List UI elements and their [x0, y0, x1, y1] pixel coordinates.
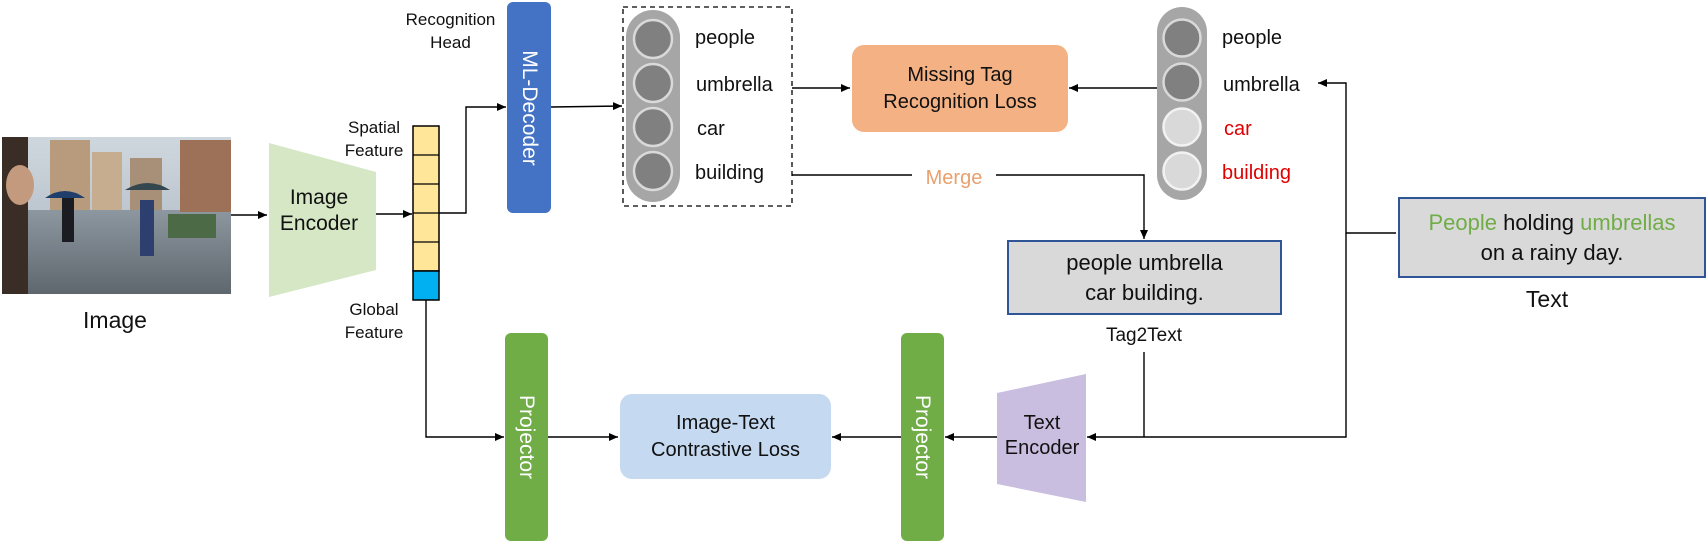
projector-right-label: Projector [911, 394, 935, 480]
projector-right-block: Projector [901, 333, 944, 541]
missing-tag-loss-line1: Missing Tag [907, 63, 1013, 86]
spatial-feature-line1: Spatial [348, 118, 400, 137]
global-feature-label: Global Feature [334, 299, 414, 345]
arrow-decoder-to-tags [550, 102, 623, 111]
text-input-line1: People holding umbrellas [1428, 208, 1675, 238]
image-encoder-shape [269, 143, 376, 297]
missing-tag-loss-line2: Recognition Loss [883, 90, 1037, 113]
merge-label: Merge [925, 167, 983, 189]
spatial-feature-line2: Feature [344, 140, 404, 160]
image-label: Image [83, 307, 147, 333]
image-encoder-line2: Encoder [279, 212, 359, 236]
text-encoder-line1: Text [1023, 412, 1061, 434]
text-word-umbrellas: umbrellas [1580, 209, 1676, 235]
spatial-feature-label: Spatial Feature [334, 117, 414, 163]
ml-decoder-label: ML-Decoder [518, 49, 542, 166]
predicted-tag-label: people [695, 27, 756, 49]
arrow-text-to-parsed-tags [1318, 79, 1396, 234]
predicted-tag-label: umbrella [696, 74, 773, 96]
parsed-tag-label: building [1222, 162, 1291, 184]
global-feature-line2: Feature [344, 322, 404, 342]
ml-decoder-block: ML-Decoder [507, 2, 551, 213]
text-encoder-line2: Encoder [1004, 437, 1080, 459]
arrow-global-to-projector [425, 300, 504, 441]
tag2text-box: people umbrella car building. [1007, 240, 1282, 315]
tag2text-caption: Tag2Text [1105, 325, 1183, 346]
text-input-line2: on a rainy day. [1480, 239, 1624, 265]
image-encoder-line1: Image [289, 186, 349, 209]
recognition-head-line2: Head [430, 32, 471, 52]
text-encoder-label: Text Encoder [1000, 411, 1084, 461]
text-caption: Text [1525, 286, 1569, 312]
projector-left-block: Projector [505, 333, 548, 541]
predicted-tag-pill [626, 10, 680, 202]
arrow-merge-to-tag2text [996, 174, 1148, 239]
text-word-holding: holding [1496, 209, 1581, 235]
arrow-text-to-text-encoder [1087, 233, 1347, 441]
parsed-tag-pill [1157, 7, 1207, 200]
text-encoder-shape [997, 374, 1086, 502]
predicted-tag-label: car [697, 118, 725, 140]
tag2text-line1: people umbrella [1066, 249, 1223, 275]
recognition-head-line1: Recognition [405, 10, 496, 29]
arrow-feature-to-decoder [439, 103, 506, 214]
missing-tag-recognition-loss-box: Missing Tag Recognition Loss [852, 45, 1068, 132]
contrastive-loss-line2: Contrastive Loss [651, 438, 800, 461]
projector-left-label: Projector [515, 394, 539, 480]
parsed-tag-label: umbrella [1223, 74, 1300, 96]
feature-column [412, 125, 440, 301]
recognition-head-label: Recognition Head [392, 9, 509, 55]
contrastive-loss-box: Image-Text Contrastive Loss [620, 394, 831, 479]
text-input-box: People holding umbrellas on a rainy day. [1398, 197, 1706, 278]
global-feature-line1: Global [349, 300, 399, 319]
connectors [231, 79, 1396, 441]
predicted-tags-dashed-box [622, 6, 793, 207]
text-word-people: People [1428, 209, 1497, 235]
street-photo [2, 137, 231, 294]
tag2text-line2: car building. [1085, 279, 1204, 305]
contrastive-loss-line1: Image-Text [676, 411, 775, 434]
parsed-tag-label: people [1222, 27, 1283, 49]
predicted-tag-label: building [695, 162, 764, 184]
parsed-tag-label: car [1224, 118, 1252, 140]
image-encoder-label: Image Encoder [269, 185, 369, 238]
